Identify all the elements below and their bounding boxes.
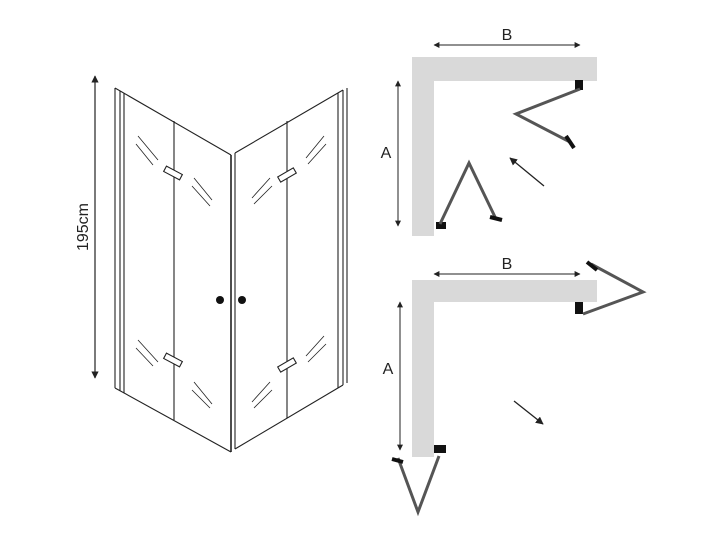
hinge-icon: [162, 165, 184, 181]
left-panel: [114, 87, 232, 453]
depth-label: A: [381, 145, 392, 162]
direction-arrow: [513, 400, 544, 425]
glass-reflection-icon: [251, 135, 327, 409]
wall-plan: [412, 280, 597, 457]
hinge-icon: [276, 357, 298, 373]
door-handle-icon: [391, 457, 404, 464]
hinge-icon: [162, 352, 184, 368]
hinge-icon: [434, 445, 446, 453]
width-label: B: [502, 27, 513, 44]
plan-open: B A: [383, 256, 647, 517]
door-knob-icon: [238, 296, 246, 304]
door-handle-icon: [564, 134, 576, 150]
door-left-folded: [438, 159, 498, 225]
door-right-open: [582, 262, 647, 316]
hinge-icon: [575, 302, 583, 314]
hinge-icon: [575, 80, 583, 90]
direction-arrow: [509, 157, 545, 187]
height-label: 195cm: [75, 203, 92, 251]
door-handle-icon: [489, 215, 503, 222]
enclosure-drawing: [114, 87, 348, 453]
hinge-icon: [276, 167, 298, 183]
door-right-folded: [512, 87, 581, 144]
wall-plan: [412, 57, 597, 236]
door-handle-icon: [585, 260, 599, 272]
width-label: B: [502, 256, 513, 273]
plan-closed: B A: [381, 27, 597, 236]
right-panel: [234, 88, 348, 450]
depth-label: A: [383, 361, 394, 378]
glass-reflection-icon: [135, 135, 213, 409]
hinge-icon: [436, 222, 446, 229]
door-left-open: [396, 455, 441, 517]
height-dimension: 195cm: [75, 75, 99, 379]
door-knob-icon: [216, 296, 224, 304]
